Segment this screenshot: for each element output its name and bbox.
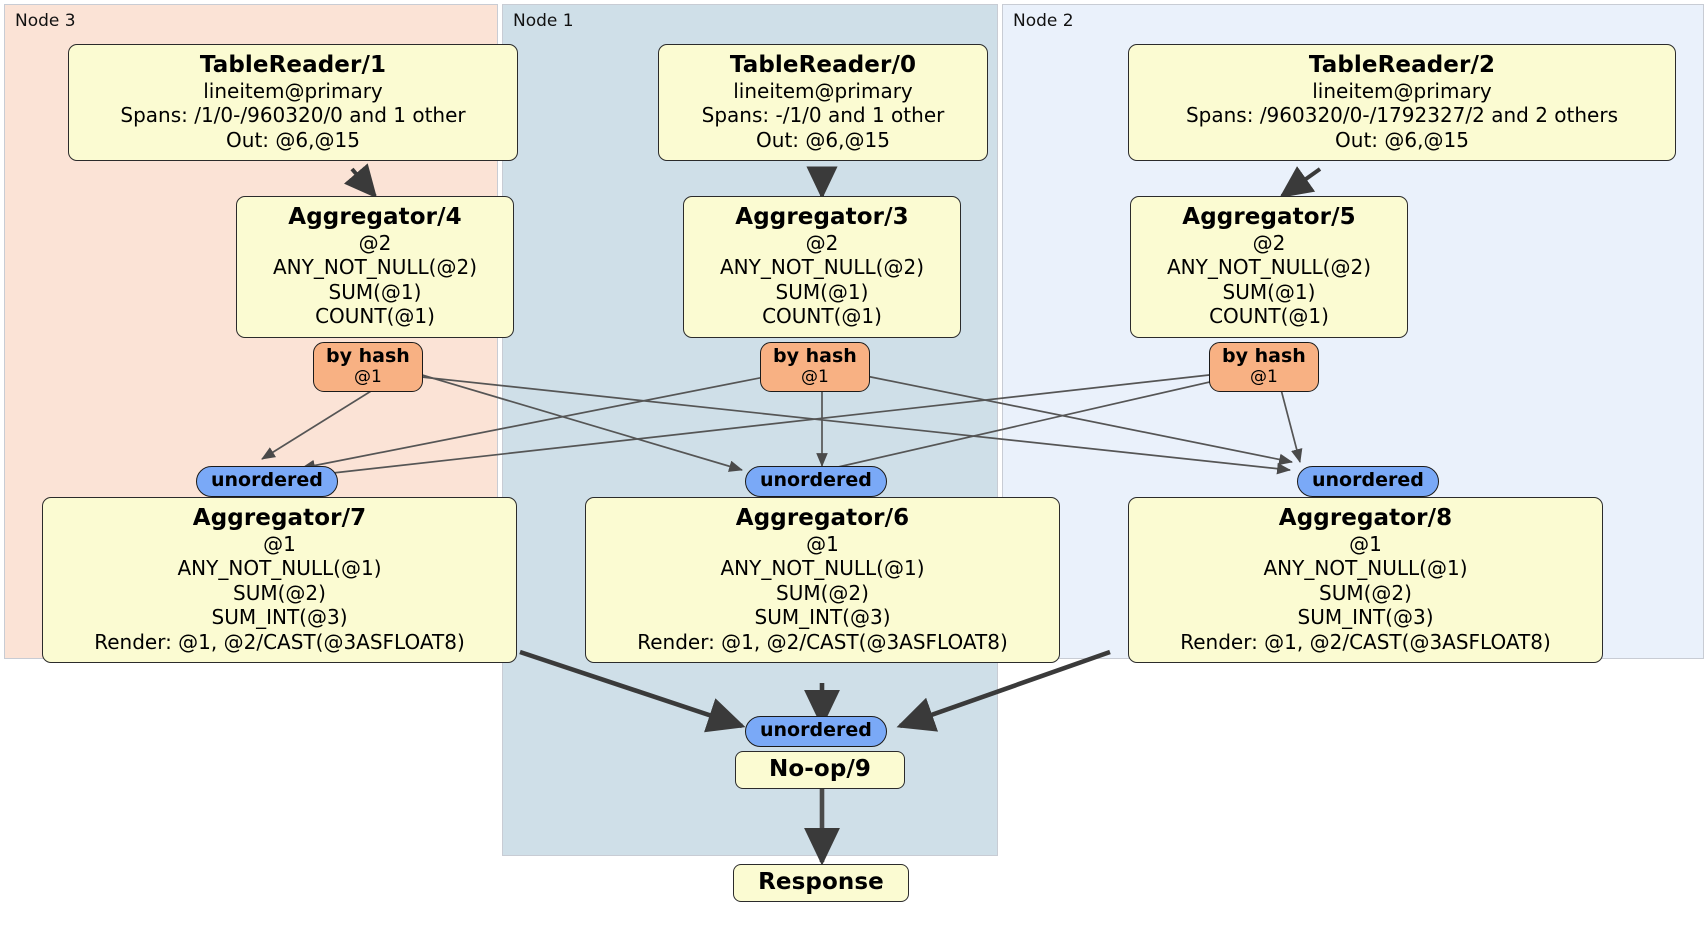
- processor-line: SUM(@1): [1222, 279, 1316, 304]
- router-by-hash-node-3[interactable]: by hash @1: [313, 342, 423, 393]
- processor-aggregator-7[interactable]: Aggregator/7 @1 ANY_NOT_NULL(@1) SUM(@2)…: [42, 497, 517, 663]
- processor-title: Aggregator/7: [192, 505, 367, 531]
- processor-tablereader-2[interactable]: TableReader/2 lineitem@primary Spans: /9…: [1128, 44, 1676, 162]
- processor-line: SUM(@2): [1319, 580, 1412, 605]
- synchronizer-label: unordered: [211, 469, 323, 491]
- processor-title: No-op/9: [769, 756, 871, 782]
- synchronizer-label: unordered: [1312, 469, 1424, 491]
- processor-aggregator-8[interactable]: Aggregator/8 @1 ANY_NOT_NULL(@1) SUM(@2)…: [1128, 497, 1603, 663]
- processor-line: @1: [806, 532, 839, 557]
- processor-line: SUM(@1): [775, 279, 869, 304]
- router-label: by hash: [1222, 345, 1306, 367]
- processor-line: Out: @6,@15: [226, 127, 360, 152]
- processor-line: ANY_NOT_NULL(@2): [273, 255, 477, 280]
- synchronizer-unordered-node-2[interactable]: unordered: [1297, 466, 1439, 497]
- router-column: @1: [800, 366, 829, 387]
- processor-line: SUM_INT(@3): [211, 605, 348, 630]
- processor-tablereader-1[interactable]: TableReader/1 lineitem@primary Spans: /1…: [68, 44, 518, 162]
- processor-line: SUM(@2): [776, 580, 869, 605]
- processor-line: COUNT(@1): [762, 304, 882, 329]
- processor-line: @2: [358, 231, 392, 256]
- processor-line: @1: [1349, 532, 1382, 557]
- processor-line: @1: [263, 532, 296, 557]
- synchronizer-unordered-node-1[interactable]: unordered: [745, 466, 887, 497]
- processor-line: Out: @6,@15: [1335, 127, 1469, 152]
- processor-line: ANY_NOT_NULL(@1): [177, 556, 382, 581]
- router-by-hash-node-1[interactable]: by hash @1: [760, 342, 870, 393]
- processor-response[interactable]: Response: [733, 864, 909, 903]
- processor-line: SUM_INT(@3): [1297, 605, 1434, 630]
- synchronizer-label: unordered: [760, 469, 872, 491]
- processor-title: TableReader/1: [199, 52, 387, 78]
- processor-line: Render: @1, @2/CAST(@3ASFLOAT8): [1180, 629, 1551, 654]
- processor-noop-9[interactable]: No-op/9: [735, 751, 905, 790]
- processor-title: TableReader/2: [1308, 52, 1496, 78]
- processor-aggregator-3[interactable]: Aggregator/3 @2 ANY_NOT_NULL(@2) SUM(@1)…: [683, 196, 961, 338]
- router-label: by hash: [773, 345, 857, 367]
- processor-line: Render: @1, @2/CAST(@3ASFLOAT8): [637, 629, 1008, 654]
- processor-line: lineitem@primary: [203, 79, 383, 104]
- processor-title: Aggregator/8: [1278, 505, 1453, 531]
- processor-aggregator-6[interactable]: Aggregator/6 @1 ANY_NOT_NULL(@1) SUM(@2)…: [585, 497, 1060, 663]
- processor-tablereader-0[interactable]: TableReader/0 lineitem@primary Spans: -/…: [658, 44, 988, 162]
- processor-line: ANY_NOT_NULL(@2): [1167, 255, 1371, 280]
- synchronizer-unordered-node-3[interactable]: unordered: [196, 466, 338, 497]
- processor-aggregator-5[interactable]: Aggregator/5 @2 ANY_NOT_NULL(@2) SUM(@1)…: [1130, 196, 1408, 338]
- processor-line: lineitem@primary: [1312, 79, 1492, 104]
- processor-line: Out: @6,@15: [756, 127, 890, 152]
- processor-title: TableReader/0: [729, 52, 917, 78]
- processor-line: Spans: /1/0-/960320/0 and 1 other: [120, 103, 466, 128]
- processor-title: Aggregator/5: [1182, 204, 1356, 230]
- processor-aggregator-4[interactable]: Aggregator/4 @2 ANY_NOT_NULL(@2) SUM(@1)…: [236, 196, 514, 338]
- panel-node-1-label: Node 1: [513, 11, 574, 31]
- processor-line: SUM(@1): [328, 279, 422, 304]
- processor-line: COUNT(@1): [315, 304, 435, 329]
- synchronizer-label: unordered: [760, 719, 872, 741]
- router-column: @1: [353, 366, 382, 387]
- processor-title: Aggregator/6: [735, 505, 910, 531]
- synchronizer-unordered-final[interactable]: unordered: [745, 716, 887, 747]
- processor-line: ANY_NOT_NULL(@1): [1263, 556, 1468, 581]
- router-by-hash-node-2[interactable]: by hash @1: [1209, 342, 1319, 393]
- processor-title: Aggregator/3: [735, 204, 909, 230]
- router-column: @1: [1249, 366, 1278, 387]
- processor-line: SUM(@2): [233, 580, 326, 605]
- processor-title: Response: [758, 869, 884, 895]
- processor-line: SUM_INT(@3): [754, 605, 891, 630]
- processor-line: @2: [805, 231, 839, 256]
- processor-line: @2: [1252, 231, 1286, 256]
- processor-line: COUNT(@1): [1209, 304, 1329, 329]
- processor-line: ANY_NOT_NULL(@2): [720, 255, 924, 280]
- processor-line: Spans: /960320/0-/1792327/2 and 2 others: [1185, 103, 1618, 128]
- panel-node-2-label: Node 2: [1013, 11, 1074, 31]
- processor-line: ANY_NOT_NULL(@1): [720, 556, 925, 581]
- processor-line: lineitem@primary: [733, 79, 913, 104]
- router-label: by hash: [326, 345, 410, 367]
- processor-title: Aggregator/4: [288, 204, 462, 230]
- panel-node-3-label: Node 3: [15, 11, 76, 31]
- processor-line: Spans: -/1/0 and 1 other: [701, 103, 945, 128]
- processor-line: Render: @1, @2/CAST(@3ASFLOAT8): [94, 629, 465, 654]
